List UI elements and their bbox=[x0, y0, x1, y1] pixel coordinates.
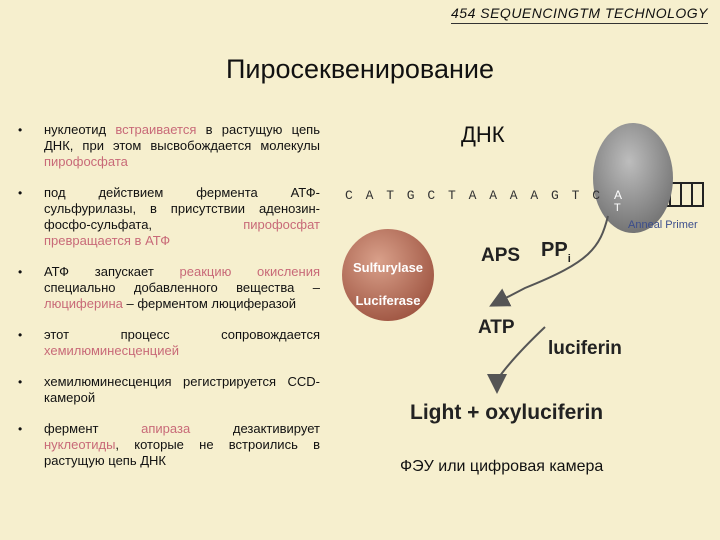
bullet-item: • под действием фермента АТФ-сульфурилазы… bbox=[0, 185, 320, 249]
bullet-dot: • bbox=[18, 375, 23, 389]
bullet-text: этот процесс сопровождается bbox=[44, 327, 320, 342]
bullet-text: специально добавленного вещества – bbox=[44, 280, 320, 295]
bullet-text: – ферментом люциферазой bbox=[122, 296, 297, 311]
luciferase-label: Luciferase bbox=[355, 293, 420, 308]
bullet-list: • нуклеотид встраивается в растущую цепь … bbox=[0, 122, 320, 484]
bullet-item: • АТФ запускает реакцию окисления специал… bbox=[0, 264, 320, 312]
bullet-item: • нуклеотид встраивается в растущую цепь … bbox=[0, 122, 320, 170]
bullet-text: хемилюминесценция регистрируется CCD-кам… bbox=[44, 374, 320, 405]
highlighted-term: нуклеотиды bbox=[44, 437, 116, 452]
page-title: Пиросеквенирование bbox=[226, 54, 494, 84]
arrow-pp-to-atp bbox=[489, 215, 609, 307]
dna-base-letter: A bbox=[366, 188, 374, 203]
bullet-text: фермент bbox=[44, 421, 142, 436]
dna-base-letter: A bbox=[489, 188, 497, 203]
highlighted-term: пирофосфата bbox=[44, 154, 128, 169]
highlighted-term: апираза bbox=[141, 421, 191, 436]
primer-label: Anneal Primer bbox=[628, 219, 698, 231]
sulfurylase-label: Sulfurylase bbox=[353, 260, 423, 275]
bullet-text: под действием фермента АТФ-сульфурилазы,… bbox=[44, 185, 320, 232]
dna-base-letter: T bbox=[386, 188, 394, 203]
dna-base-letter: T bbox=[572, 188, 580, 203]
ppi-label: PPi bbox=[541, 239, 571, 265]
bullet-text: АТФ запускает bbox=[44, 264, 180, 279]
arrow-atp-to-light bbox=[487, 326, 546, 394]
bullet-text: , которые не встроились в растущую цепь … bbox=[44, 437, 320, 468]
highlighted-term: встраивается bbox=[115, 122, 197, 137]
bullet-item: • фермент апираза дезактивирует нуклеотид… bbox=[0, 421, 320, 469]
dna-label: ДНК bbox=[461, 122, 505, 147]
dna-base-letter: T bbox=[448, 188, 456, 203]
complement-top-letter: A bbox=[614, 188, 622, 202]
header-title: 454 SEQUENCINGTM TECHNOLOGY bbox=[451, 5, 708, 24]
bullet-text: нуклеотид bbox=[44, 122, 116, 137]
bullet-text: дезактивирует bbox=[190, 421, 320, 436]
dna-base-letter: C bbox=[427, 188, 435, 203]
bullet-dot: • bbox=[18, 422, 23, 436]
light-oxyluciferin-label: Light + oxyluciferin bbox=[410, 401, 603, 424]
dna-base-letter: A bbox=[530, 188, 538, 203]
bullet-text: в растущую цепь ДНК, при этом высвобожда… bbox=[44, 122, 320, 153]
highlighted-term: хемилюминесценцией bbox=[44, 343, 179, 358]
bullet-dot: • bbox=[18, 328, 23, 342]
highlighted-term: люциферина bbox=[44, 296, 123, 311]
complement-bottom-letter: T bbox=[614, 202, 621, 214]
bullet-dot: • bbox=[18, 265, 23, 279]
detector-label: ФЭУ или цифровая камера bbox=[400, 458, 604, 475]
enzyme-circle bbox=[342, 229, 434, 321]
dna-base-letter: C bbox=[345, 188, 353, 203]
bullet-dot: • bbox=[18, 123, 23, 137]
highlighted-term: пирофосфат превращается в АТФ bbox=[44, 217, 320, 248]
bullet-dot: • bbox=[18, 186, 23, 200]
dna-base-letter: A bbox=[469, 188, 477, 203]
bullet-item: • хемилюминесценция регистрируется CCD-ка… bbox=[0, 374, 320, 406]
dna-base-letter: G bbox=[551, 188, 559, 203]
bullet-item: • этот процесс сопровождается хемилюминес… bbox=[0, 327, 320, 359]
dna-base-letter: G bbox=[407, 188, 415, 203]
atp-label: ATP bbox=[478, 317, 515, 338]
polymerase-shape bbox=[593, 123, 673, 233]
highlighted-term: реакцию окисления bbox=[179, 264, 321, 279]
aps-label: APS bbox=[481, 245, 520, 266]
luciferin-label: luciferin bbox=[548, 338, 622, 359]
dna-base-letter: C bbox=[592, 188, 600, 203]
dna-base-letter: A bbox=[510, 188, 518, 203]
